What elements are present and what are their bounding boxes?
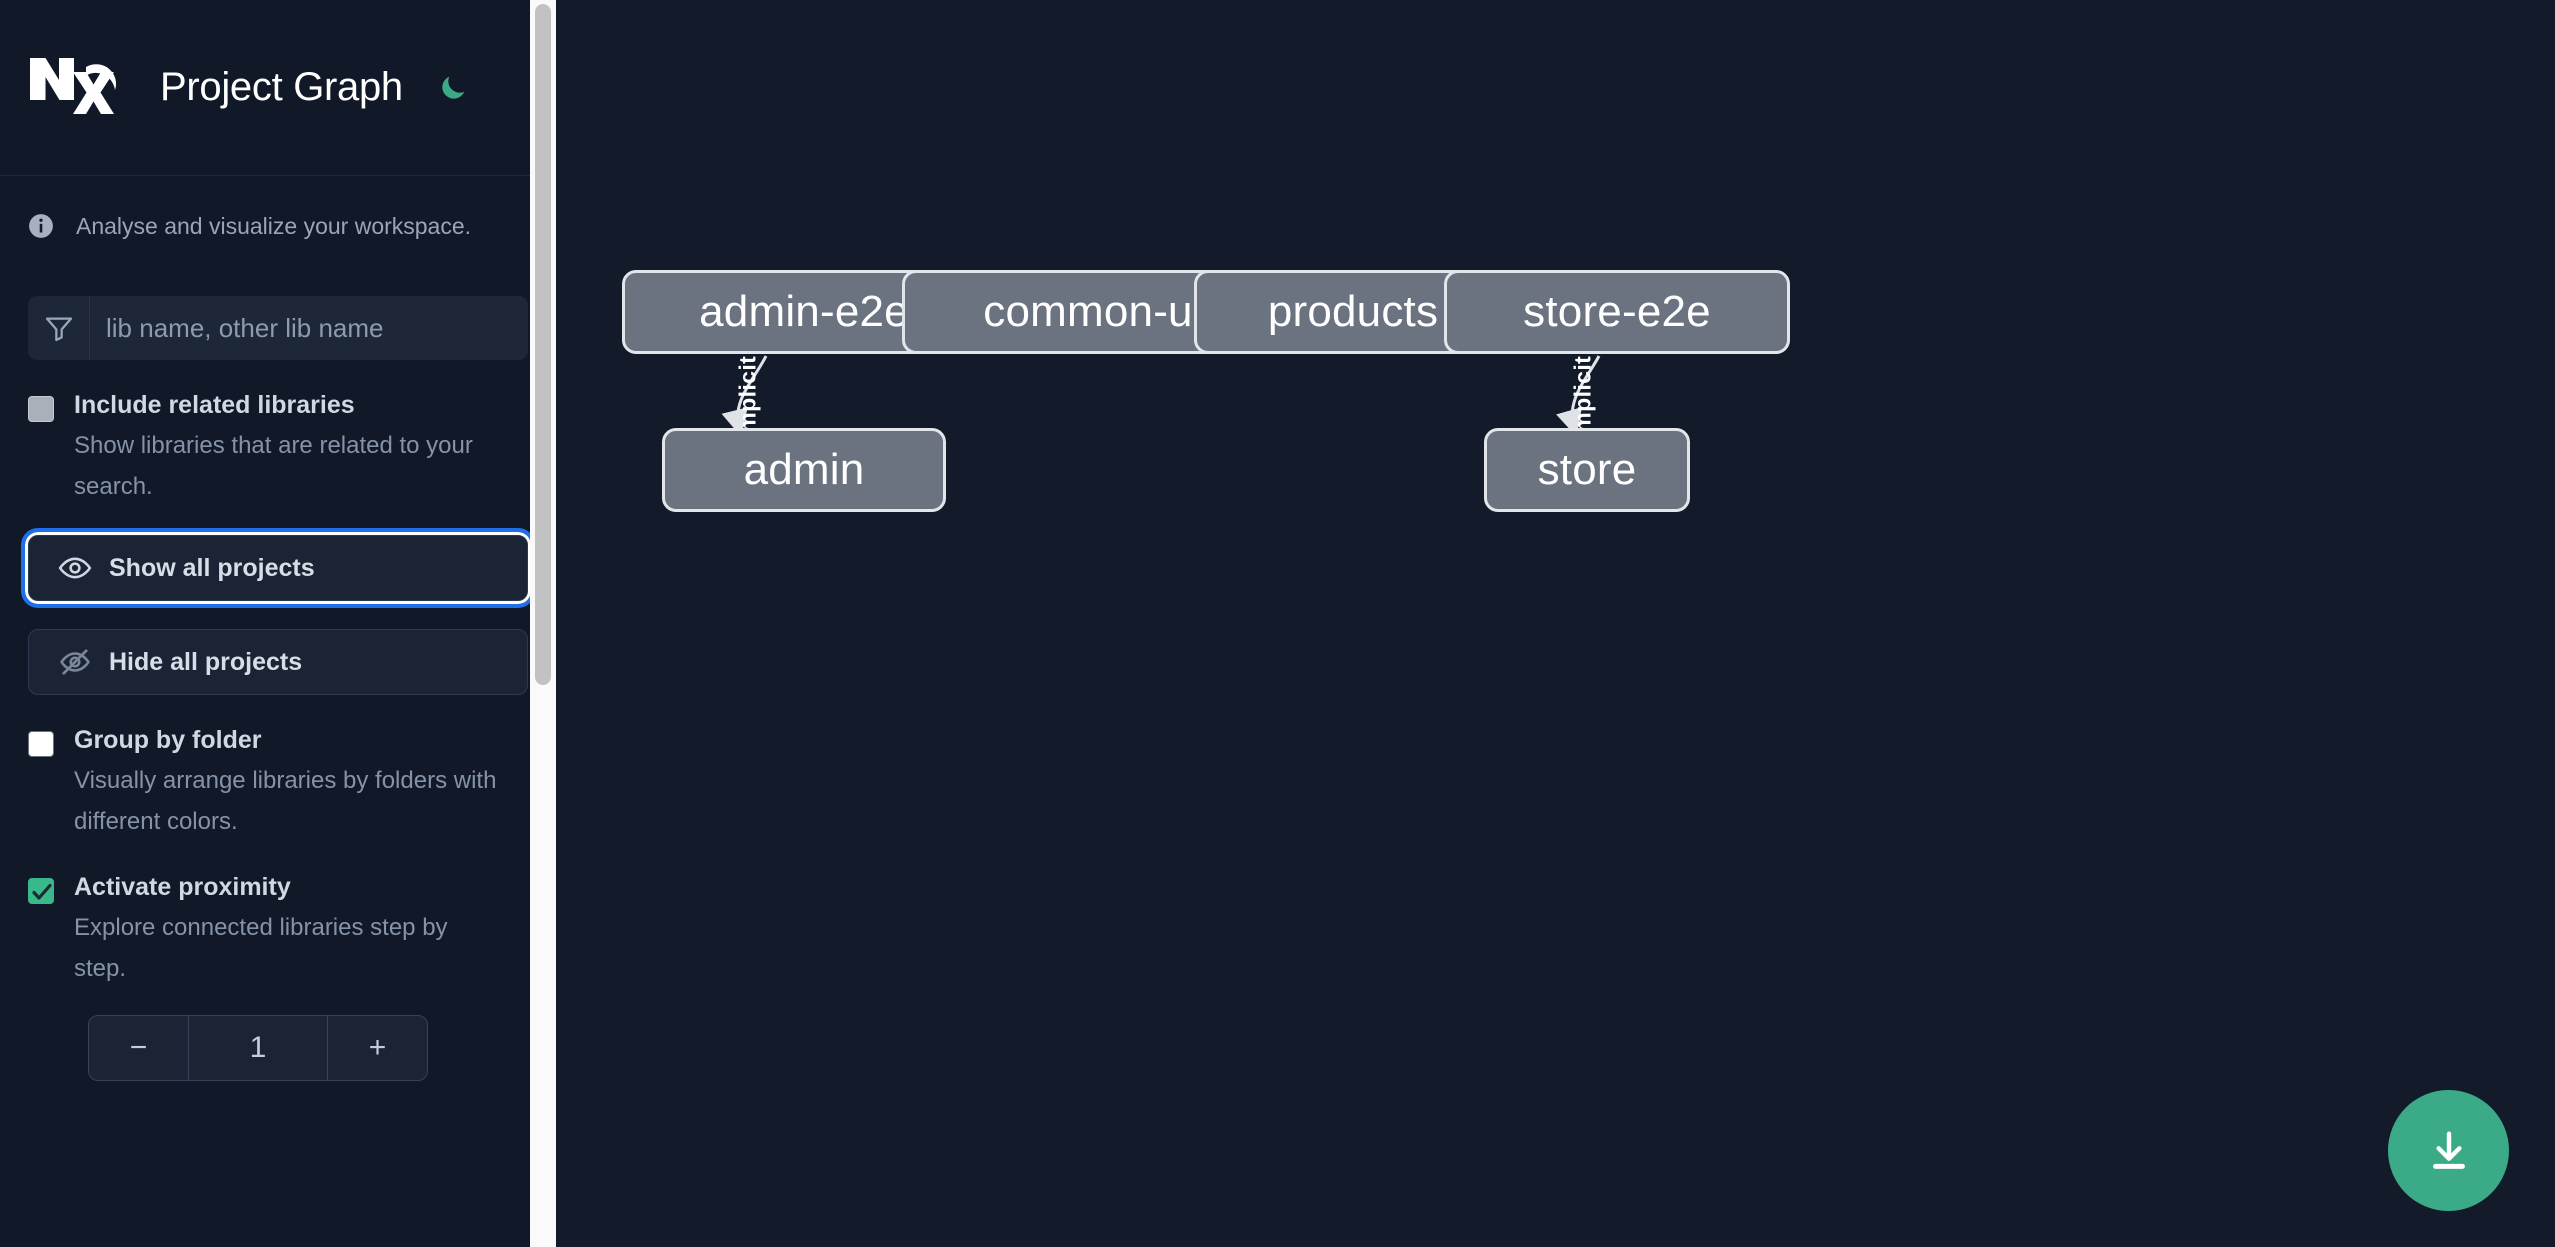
graph-edges bbox=[721, 355, 1601, 437]
eye-icon bbox=[53, 551, 97, 585]
hide-all-projects-button[interactable]: Hide all projects bbox=[28, 629, 528, 695]
download-graph-button[interactable] bbox=[2388, 1090, 2509, 1211]
option-activate-proximity[interactable]: Activate proximity Explore connected lib… bbox=[0, 872, 556, 989]
sidebar-scrollbar[interactable] bbox=[530, 0, 556, 1247]
edge-label-admin-implicit: implicit bbox=[734, 355, 761, 440]
sidebar-header: Project Graph bbox=[0, 0, 556, 176]
option-include-related-libraries[interactable]: Include related libraries Show libraries… bbox=[0, 390, 556, 507]
show-all-projects-button[interactable]: Show all projects bbox=[21, 528, 535, 608]
moon-glyph bbox=[442, 76, 465, 99]
download-icon bbox=[2432, 1131, 2465, 1169]
project-graph-canvas[interactable]: implicit implicit admin-e2e common-ui pr… bbox=[556, 0, 2555, 1247]
moon-icon[interactable] bbox=[433, 68, 473, 108]
eye-glyph bbox=[58, 557, 92, 579]
edge-label-store-implicit: implicit bbox=[1569, 355, 1596, 440]
activate-proximity-description: Explore connected libraries step by step… bbox=[74, 914, 448, 982]
graph-node-store-e2e[interactable]: store-e2e bbox=[1444, 270, 1790, 354]
proximity-stepper: − 1 + bbox=[88, 1015, 428, 1081]
include-related-libraries-label: Include related libraries bbox=[74, 391, 355, 419]
workspace-info: Analyse and visualize your workspace. bbox=[0, 182, 556, 270]
info-icon bbox=[29, 214, 53, 238]
include-related-libraries-checkbox[interactable] bbox=[28, 396, 54, 422]
group-by-folder-description: Visually arrange libraries by folders wi… bbox=[74, 767, 497, 835]
filter-funnel-icon bbox=[28, 296, 90, 360]
workspace-info-text: Analyse and visualize your workspace. bbox=[76, 212, 472, 239]
eye-off-icon bbox=[53, 645, 97, 679]
option-group-by-folder[interactable]: Group by folder Visually arrange librari… bbox=[0, 725, 556, 842]
proximity-increment-button[interactable]: + bbox=[327, 1016, 427, 1080]
eye-off-glyph bbox=[60, 649, 90, 675]
activate-proximity-checkbox[interactable] bbox=[28, 878, 54, 904]
search-field[interactable] bbox=[28, 296, 528, 360]
nx-logo-icon[interactable] bbox=[28, 54, 124, 122]
funnel-glyph bbox=[45, 317, 72, 342]
check-icon bbox=[32, 883, 52, 900]
spacer bbox=[0, 601, 556, 629]
graph-node-store[interactable]: store bbox=[1484, 428, 1690, 512]
show-all-projects-label: Show all projects bbox=[109, 553, 315, 582]
spacer bbox=[0, 507, 556, 535]
graph-node-admin[interactable]: admin bbox=[662, 428, 946, 512]
sidebar-scrollbar-thumb[interactable] bbox=[535, 4, 551, 685]
proximity-value: 1 bbox=[249, 1031, 267, 1064]
search-input[interactable] bbox=[90, 296, 528, 360]
group-by-folder-checkbox[interactable] bbox=[28, 731, 54, 757]
group-by-folder-label: Group by folder bbox=[74, 726, 262, 754]
page-title: Project Graph bbox=[160, 65, 403, 109]
proximity-decrement-button[interactable]: − bbox=[89, 1016, 189, 1080]
sidebar: Project Graph Analyse and visualize your… bbox=[0, 0, 556, 1247]
hide-all-projects-label: Hide all projects bbox=[109, 647, 303, 676]
include-related-libraries-description: Show libraries that are related to your … bbox=[74, 432, 473, 500]
activate-proximity-label: Activate proximity bbox=[74, 873, 291, 901]
